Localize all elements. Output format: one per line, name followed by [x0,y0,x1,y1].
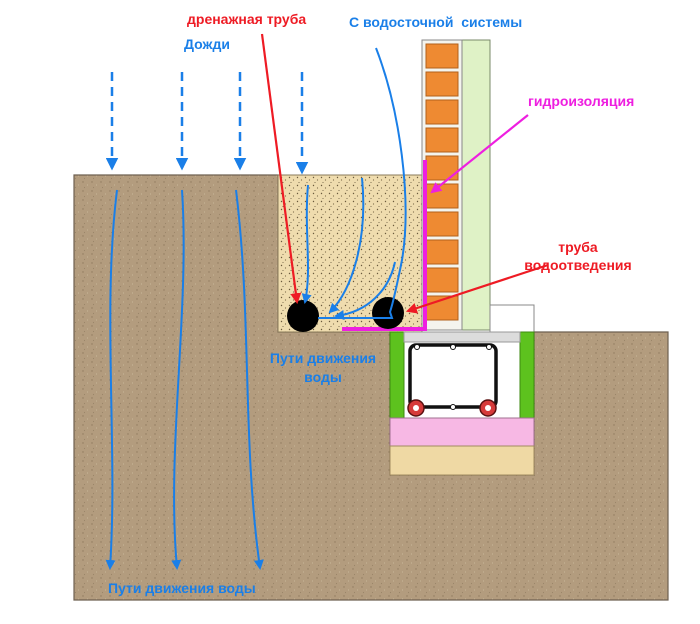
label-drain-pipe: дренажная труба [187,11,306,27]
rain-arrows [105,72,309,175]
label-rain: Дожди [184,36,230,52]
outflow-pointer [405,263,549,314]
foundation [389,331,535,476]
label-waterproofing: гидроизоляция [528,93,634,109]
outflow-pipe [372,297,404,329]
waterproofing-pointer [430,114,529,194]
drain-pipe [287,300,319,332]
base-layer [389,445,535,476]
drain-pipe-pointer [260,33,302,305]
waterproofing-line [342,160,427,331]
insulation-layer [389,417,535,447]
soil-water-paths [105,189,264,570]
brick-rows [425,43,459,321]
label-gutter-system: С водосточной системы [349,14,522,30]
label-drain-out-2: водоотведения [524,257,631,273]
label-water-paths-bottom: Пути движения воды [108,580,256,596]
label-water-paths-mid-2: воды [304,369,342,385]
plinth [489,304,535,334]
facade-panel [461,39,491,331]
backfill-water-paths [301,47,407,320]
label-water-paths-mid-1: Пути движения [270,350,376,366]
label-drain-out-1: труба [558,239,598,255]
